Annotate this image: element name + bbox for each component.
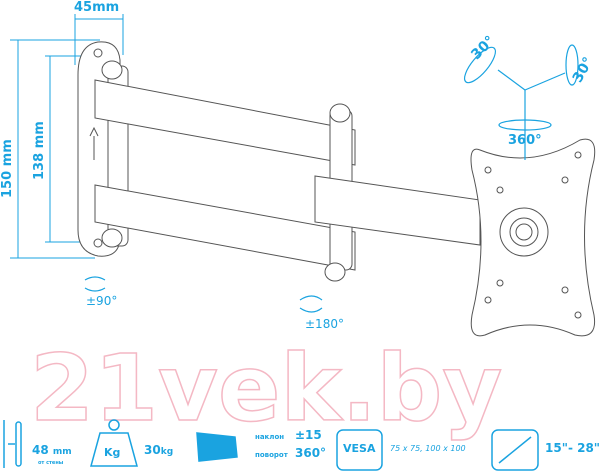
rotate-spec-value: 360° <box>295 446 327 460</box>
vesa-values: 75 x 75, 100 x 100 <box>390 444 466 453</box>
rotate-label: 360° <box>508 133 542 148</box>
screen-size: 15"- 28" <box>545 441 600 455</box>
tilt-rotate-icon <box>196 432 238 462</box>
wall-distance-value: 48 mm <box>32 443 72 457</box>
vesa-icon-label: VESA <box>343 442 376 455</box>
tilt-label: наклон <box>255 433 285 441</box>
dimension-lines <box>10 14 124 259</box>
vesa-plate <box>470 138 596 337</box>
depth-label: 45mm <box>74 0 120 15</box>
height-holes-label: 138 mm <box>32 121 47 180</box>
arm-swivel-label: ±180° <box>305 317 344 331</box>
wall-swivel-label: ±90° <box>86 294 118 308</box>
watermark-logo: 21vek.by <box>30 335 502 442</box>
tilt-value: ±15 <box>295 428 322 442</box>
rotate-spec-label: поворот <box>255 451 288 459</box>
screen-size-icon <box>491 429 539 471</box>
wall-distance-note: от стены <box>38 460 64 466</box>
vesa-icon <box>336 429 383 471</box>
weight-icon-label: Kg <box>104 446 121 459</box>
rotation-axes <box>84 44 579 313</box>
height-total-label: 150 mm <box>0 139 15 198</box>
wall-distance-icon <box>3 420 22 468</box>
max-load-value: 30kg <box>144 443 174 457</box>
weight-icon <box>90 419 138 467</box>
arms <box>94 60 481 282</box>
